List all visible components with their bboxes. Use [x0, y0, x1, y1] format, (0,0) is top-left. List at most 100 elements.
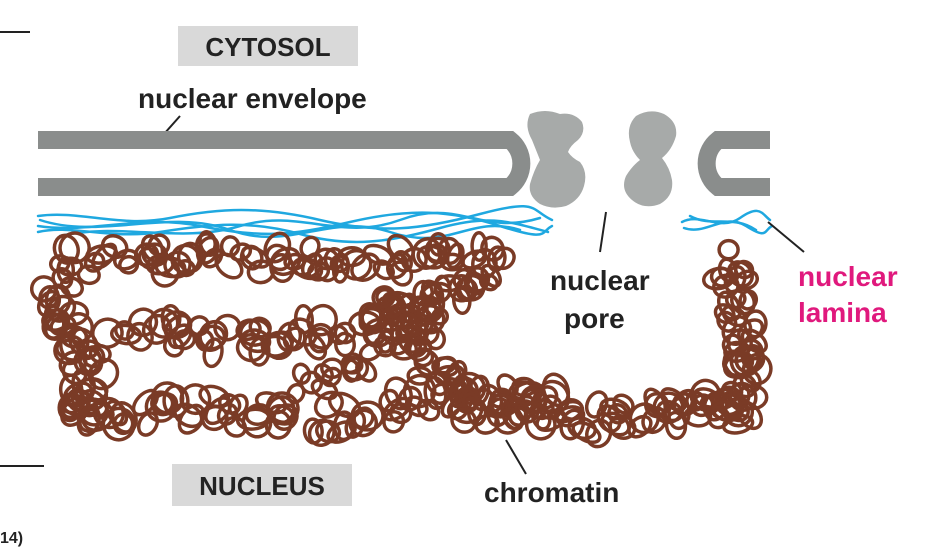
- chromatin-loop: [100, 234, 129, 259]
- nuclear-pore-left-half: [527, 111, 586, 208]
- chromatin-loop: [202, 337, 224, 369]
- chromatin-loop: [559, 408, 586, 441]
- chromatin-loop: [291, 362, 312, 385]
- cytosol-label: CYTOSOL: [205, 32, 330, 62]
- chromatin-loop: [331, 252, 351, 284]
- nuclear-pore-label-line1: nuclear: [550, 265, 650, 296]
- nuclear-pore-right-half: [624, 111, 677, 207]
- chromatin-loop: [91, 242, 118, 270]
- nuclear-lamina-label-line2: lamina: [798, 297, 887, 328]
- chromatin-loop: [355, 359, 378, 383]
- cytosol-label-box: [178, 26, 358, 66]
- chromatin-loop: [461, 392, 480, 412]
- chromatin-loop: [419, 281, 443, 305]
- chromatin-loop: [378, 305, 408, 332]
- chromatin-loop: [470, 231, 488, 262]
- figure-fragment-label: 14): [0, 530, 23, 547]
- chromatin-loop: [437, 236, 462, 266]
- chromatin-loop: [198, 230, 219, 257]
- chromatin-loop: [218, 392, 242, 415]
- chromatin-loop: [293, 303, 315, 335]
- nuclear-envelope-right: [697, 131, 770, 196]
- chromatin-loop: [223, 415, 248, 438]
- chromatin-loop: [151, 392, 179, 417]
- chromatin-loop: [177, 403, 206, 435]
- chromatin-loop: [332, 410, 356, 442]
- chromatin-loop: [170, 243, 201, 275]
- chromatin-loop: [667, 396, 691, 431]
- chromatin-loop: [382, 409, 406, 434]
- chromatin-loop: [416, 398, 441, 422]
- chromatin-loop: [235, 318, 262, 341]
- chromatin-loop: [328, 324, 349, 346]
- chromatin-loop: [227, 393, 249, 418]
- chromatin-loop: [524, 408, 557, 441]
- chromatin-loop: [480, 235, 506, 262]
- chromatin-pointer: [505, 439, 527, 475]
- chromatin-loop: [299, 370, 324, 395]
- chromatin-loop: [291, 256, 324, 281]
- chromatin-loop: [400, 246, 428, 273]
- chromatin-loop: [371, 285, 396, 309]
- nuclear-pore-label-line2: pore: [564, 303, 625, 334]
- chromatin-loop: [118, 254, 140, 275]
- nuclear-lamina-right: [680, 209, 774, 235]
- nuclear-envelope-label: nuclear envelope: [138, 83, 367, 114]
- chromatin-loop: [450, 407, 478, 434]
- chromatin-loop: [73, 347, 104, 377]
- nuclear-pore-complex: [527, 111, 677, 208]
- chromatin-loop: [105, 399, 129, 427]
- chromatin-loop: [308, 326, 332, 354]
- nuclear-envelope-left: [38, 131, 531, 196]
- chromatin-label: chromatin: [484, 477, 619, 508]
- chromatin-loop: [321, 366, 342, 388]
- chromatin-loop: [585, 418, 613, 449]
- chromatin-loop: [240, 328, 272, 354]
- chromatin-loop: [333, 321, 357, 345]
- cytosol-label-group: CYTOSOL: [178, 26, 358, 66]
- nucleus-label-group: NUCLEUS: [172, 464, 352, 506]
- chromatin-loop: [375, 287, 394, 306]
- chromatin-loop: [726, 328, 753, 358]
- chromatin-loop: [558, 397, 585, 421]
- chromatin-loop: [607, 402, 629, 425]
- chromatin-loop: [415, 321, 440, 346]
- chromatin-loop: [641, 406, 668, 435]
- chromatin-loop: [494, 407, 525, 435]
- nuclear-lamina-label-line1: nuclear: [798, 261, 898, 292]
- chromatin-loop: [514, 394, 540, 424]
- chromatin-loop: [350, 252, 381, 282]
- chromatin-loop: [150, 381, 185, 415]
- chromatin-loop: [287, 317, 318, 347]
- nuclear-lamina-pointer: [767, 221, 805, 253]
- nucleus-label-box: [172, 464, 352, 506]
- chromatin-loop: [248, 316, 272, 339]
- chromatin-loop: [314, 256, 340, 283]
- nucleus-label: NUCLEUS: [199, 471, 325, 501]
- chromatin-loop: [406, 365, 433, 386]
- chromatin-loop: [491, 246, 516, 271]
- chromatin-loop: [219, 235, 241, 258]
- chromatin-loop: [407, 335, 433, 362]
- chromatin-loop: [198, 384, 231, 409]
- chromatin-loop: [480, 263, 503, 289]
- chromatin-loop: [721, 413, 755, 435]
- chromatin-loop: [425, 370, 449, 397]
- chromatin-loop: [364, 325, 386, 346]
- chromatin-loop: [736, 400, 764, 431]
- chromatin-loop: [136, 411, 160, 437]
- chromatin-loop: [584, 390, 609, 419]
- chromatin-loop: [628, 402, 660, 435]
- chromatin-loop: [126, 321, 154, 352]
- chromatin-loop: [599, 397, 632, 421]
- chromatin-mass: [29, 230, 773, 449]
- chromatin-loop: [741, 352, 773, 386]
- nuclear-lamina-left: [36, 204, 554, 244]
- nuclear-pore-pointer: [599, 211, 607, 253]
- chromatin-loop: [352, 406, 375, 430]
- chromatin-loop: [726, 260, 754, 288]
- chromatin-loop: [91, 317, 124, 349]
- chromatin-loop: [272, 403, 299, 431]
- chromatin-loop: [389, 333, 411, 356]
